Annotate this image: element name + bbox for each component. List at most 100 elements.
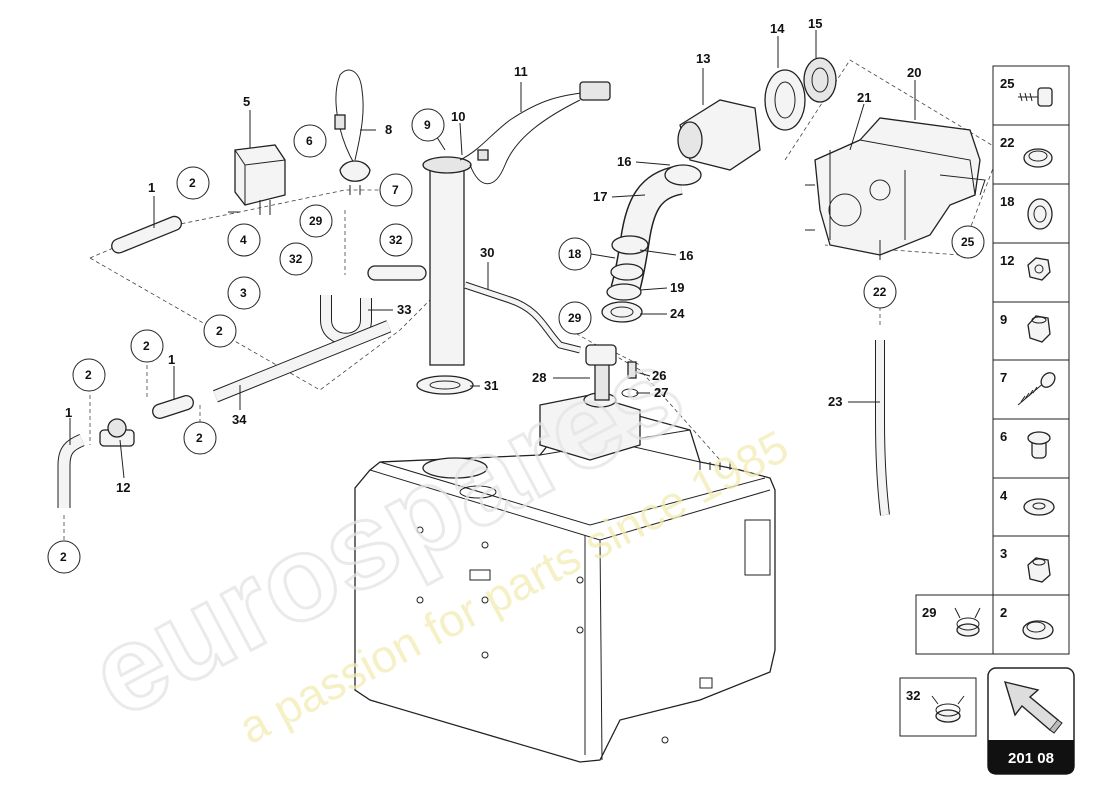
callout-label-11: 11 — [514, 64, 528, 79]
callout-label-3: 3 — [240, 286, 247, 300]
hose-clamp-icon — [1022, 620, 1054, 640]
callout-circle — [227, 223, 261, 257]
callout-label-4: 4 — [240, 233, 247, 247]
filler-hose — [601, 164, 702, 323]
clamp-ring-icon — [1027, 198, 1053, 230]
callout-circle — [863, 275, 897, 309]
callout-circle — [379, 223, 413, 257]
legend-label: 32 — [906, 688, 920, 703]
hex-nut-icon — [1027, 257, 1051, 281]
legend-label: 25 — [1000, 76, 1014, 91]
callout-label-32: 32 — [289, 252, 303, 266]
callout-label-19: 19 — [670, 280, 684, 295]
callout-circle — [72, 358, 106, 392]
callout-label-2: 2 — [85, 368, 92, 382]
callout-label-2: 2 — [189, 176, 196, 190]
washer-icon — [1023, 498, 1055, 516]
legend-label: 29 — [922, 605, 936, 620]
breather-valve — [228, 144, 286, 215]
grommet-icon — [1027, 431, 1051, 459]
callout-label-24: 24 — [670, 306, 685, 321]
callout-label-30: 30 — [480, 245, 494, 260]
legend-label: 3 — [1000, 546, 1007, 561]
callout-label-29: 29 — [568, 311, 582, 325]
callout-label-8: 8 — [385, 122, 392, 137]
callout-circle — [293, 124, 327, 158]
callout-circle — [176, 166, 210, 200]
callout-label-1: 1 — [65, 405, 72, 420]
fuel-tank — [354, 399, 776, 763]
callout-circle — [558, 237, 592, 271]
callout-circle — [47, 540, 81, 574]
callout-circle — [411, 108, 445, 142]
legend-label: 2 — [1000, 605, 1007, 620]
callout-label-16: 16 — [679, 248, 693, 263]
legend-label: 7 — [1000, 370, 1007, 385]
callout-label-1: 1 — [148, 180, 155, 195]
callout-circle — [227, 276, 261, 310]
callout-label-32: 32 — [389, 233, 403, 247]
callout-label-5: 5 — [243, 94, 250, 109]
callout-circle — [299, 204, 333, 238]
callout-label-9: 9 — [424, 118, 431, 132]
callout-label-31: 31 — [484, 378, 498, 393]
callout-label-28: 28 — [532, 370, 546, 385]
callout-label-29: 29 — [309, 214, 323, 228]
callout-label-20: 20 — [907, 65, 921, 80]
callout-circle — [203, 314, 237, 348]
legend-label: 6 — [1000, 429, 1007, 444]
callout-label-22: 22 — [873, 285, 887, 299]
nut-icon — [1027, 557, 1051, 583]
sensor-and-wire — [334, 69, 371, 195]
filler-neck-fitting — [677, 57, 837, 171]
callout-label-12: 12 — [116, 480, 130, 495]
legend-pair-box: 29 — [915, 594, 994, 655]
filler-housing — [805, 117, 986, 260]
legend-label: 4 — [1000, 488, 1008, 503]
callout-label-14: 14 — [770, 21, 785, 36]
legend-label: 12 — [1000, 253, 1014, 268]
drain-tube — [875, 340, 890, 516]
callout-label-17: 17 — [593, 189, 607, 204]
callout-label-21: 21 — [857, 90, 871, 105]
hose-clamp-icon — [1023, 148, 1053, 168]
callout-circle — [130, 329, 164, 363]
legend-panel: 25 22 18 12 9 7 6 — [992, 65, 1070, 655]
callout-circle — [279, 242, 313, 276]
callout-label-1: 1 — [168, 352, 175, 367]
spring-clip-icon — [954, 607, 981, 637]
callout-label-34: 34 — [232, 412, 247, 427]
fuel-sender-tube — [416, 81, 611, 395]
callout-circle — [379, 173, 413, 207]
callout-label-15: 15 — [808, 16, 822, 31]
callout-label-23: 23 — [828, 394, 842, 409]
callout-label-26: 26 — [652, 368, 666, 383]
page-reference: 201 08 — [1008, 750, 1054, 767]
callouts: 1 2 5 6 8 7 9 10 11 13 14 15 20 21 16 17… — [47, 16, 985, 574]
bolt-icon — [1017, 372, 1056, 406]
callout-label-27: 27 — [654, 385, 668, 400]
legend-single-box: 32 — [899, 677, 977, 737]
screw-icon — [1018, 87, 1053, 107]
page-reference-box: 201 08 — [987, 667, 1075, 775]
callout-label-33: 33 — [397, 302, 411, 317]
callout-circle — [183, 421, 217, 455]
callout-label-2: 2 — [196, 431, 203, 445]
callout-label-13: 13 — [696, 51, 710, 66]
callout-label-18: 18 — [568, 247, 582, 261]
arrow-icon — [1003, 681, 1063, 734]
callout-label-2: 2 — [216, 324, 223, 338]
lock-nut-icon — [1027, 315, 1051, 343]
legend-label: 22 — [1000, 135, 1014, 150]
callout-leaders — [69, 30, 916, 479]
legend-label: 9 — [1000, 312, 1007, 327]
callout-label-10: 10 — [451, 109, 465, 124]
callout-label-2: 2 — [60, 550, 67, 564]
pipe-30 — [463, 281, 581, 354]
hoses — [57, 215, 427, 508]
callout-label-16: 16 — [617, 154, 631, 169]
spring-clip-icon — [931, 695, 965, 723]
filler-neck-assembly — [539, 344, 641, 461]
callout-circle — [951, 225, 985, 259]
